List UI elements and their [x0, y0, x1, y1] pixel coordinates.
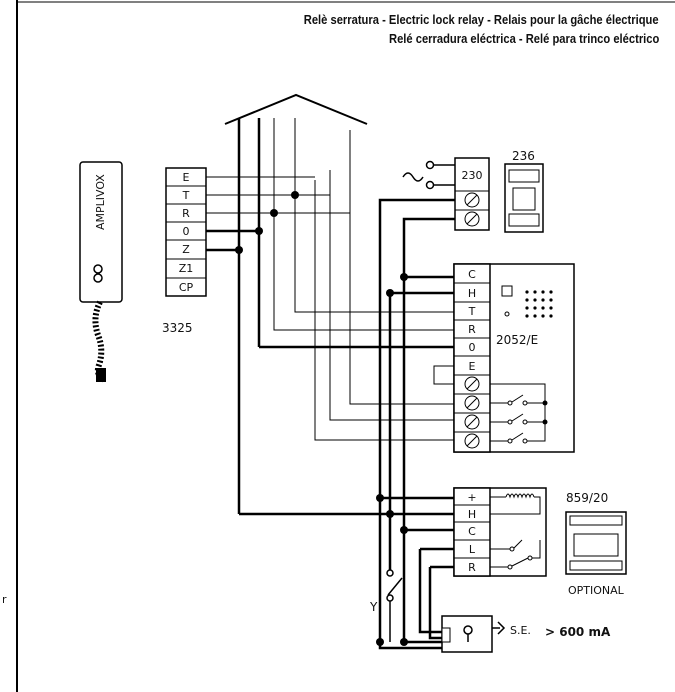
- relay-model-label: 859/20: [566, 491, 608, 505]
- handset-brand: AMPLIVOX: [94, 174, 107, 230]
- panel-term-R: R: [468, 323, 476, 336]
- relay-term-plus: +: [467, 491, 476, 504]
- panel-term-H: H: [468, 287, 476, 300]
- handset-button-1: [93, 264, 103, 274]
- handset-term-T: T: [182, 189, 190, 202]
- handset-terminal-block: E T R 0 Z Z1 CP: [165, 167, 207, 297]
- title-line-1: Relè serratura - Electric lock relay - R…: [304, 12, 659, 27]
- supply-output-wires: [378, 198, 455, 642]
- panel-term-0: 0: [469, 341, 476, 354]
- panel-model-label: 2052/E: [496, 333, 538, 347]
- handset-3325: AMPLIVOX: [79, 161, 123, 383]
- relay-wires: [380, 496, 454, 640]
- lock-label: S.E.: [510, 624, 531, 637]
- relay-optional-label: OPTIONAL: [568, 584, 625, 597]
- door-panel-2052E: C H T R 0 E: [433, 263, 575, 453]
- riser-wires-thin: [273, 118, 454, 441]
- relay-term-L: L: [469, 543, 476, 556]
- handset-cord-plug: [96, 368, 106, 382]
- supply-model-label: 236: [512, 149, 535, 163]
- relay-859-20: + H C L R: [453, 487, 547, 577]
- junction-dots: [235, 191, 408, 646]
- panel-term-E: E: [469, 360, 476, 373]
- lock-current: > 600 mA: [545, 625, 611, 639]
- handset-term-Z: Z: [182, 243, 190, 256]
- handset-term-0: 0: [183, 225, 190, 238]
- panel-term-T: T: [468, 305, 476, 318]
- electric-lock: [378, 615, 506, 653]
- power-supply-block: 230: [454, 157, 490, 231]
- supply-236-icon: [504, 163, 544, 233]
- handset-button-2: [93, 273, 103, 283]
- edge-char: r: [2, 593, 7, 606]
- handset-to-riser-wires: [206, 176, 350, 252]
- y-switch: [386, 569, 403, 642]
- handset-term-CP: CP: [179, 281, 194, 294]
- handset-model-label: 3325: [162, 321, 193, 335]
- relay-term-H: H: [468, 508, 476, 521]
- riser-roof: [224, 93, 368, 125]
- switch-y-label: Y: [369, 600, 378, 614]
- panel-term-C: C: [468, 268, 476, 281]
- handset-term-R: R: [182, 207, 190, 220]
- relay-term-R: R: [468, 561, 476, 574]
- handset-term-E: E: [183, 171, 190, 184]
- relay-term-C: C: [468, 525, 476, 538]
- handset-term-Z1: Z1: [179, 262, 194, 275]
- supply-voltage: 230: [462, 169, 483, 182]
- title-line-2: Relé cerradura eléctrica - Relé para tri…: [388, 31, 659, 46]
- ac-supply-symbol: [402, 160, 455, 190]
- relay-module-icon: [565, 511, 627, 575]
